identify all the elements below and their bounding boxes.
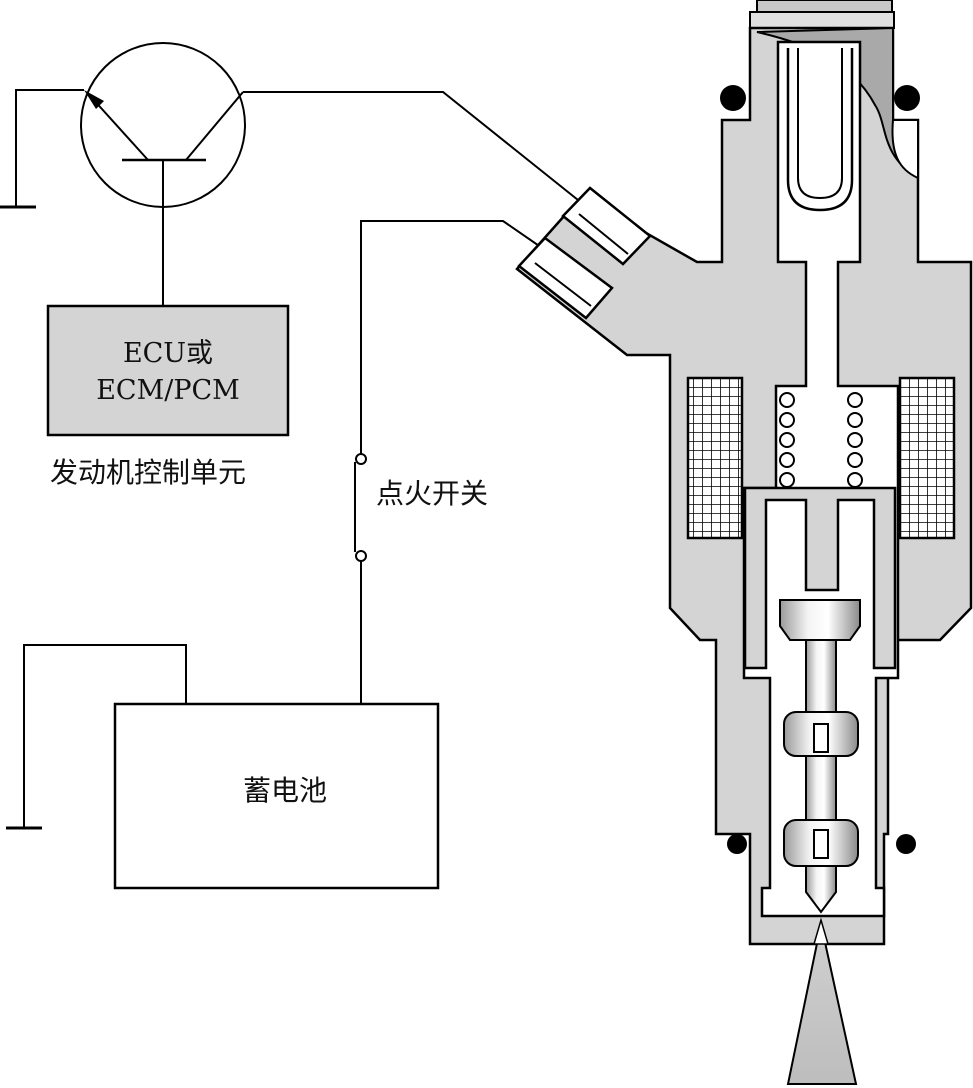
battery-label: 蓄电池 [243, 774, 327, 807]
electrical-connector [517, 186, 652, 320]
ecu-caption: 发动机控制单元 [50, 456, 246, 489]
o-ring-bottom-left [727, 834, 747, 854]
battery-box: 蓄电池 [113, 702, 440, 890]
return-spring [779, 392, 863, 488]
o-ring-bottom-right [896, 834, 916, 854]
o-ring-top-left [720, 85, 746, 111]
ecu-label-line2: ECM/PCM [96, 375, 240, 406]
ignition-switch-label: 点火开关 [376, 477, 488, 510]
armature [743, 486, 897, 670]
solenoid-coil-right [898, 376, 956, 540]
ecu-label-line1: ECU或 [123, 338, 213, 369]
needle-valve [779, 599, 861, 914]
o-ring-top-right [894, 85, 920, 111]
transistor [80, 42, 246, 306]
ecu-box: ECU或 ECM/PCM [46, 304, 290, 437]
ignition-switch: 点火开关 [355, 453, 488, 562]
switch-contact-top [355, 453, 367, 465]
ground-wiring [0, 89, 187, 830]
fuel-channel [742, 40, 900, 918]
inlet-filter [786, 48, 854, 212]
fuel-injector [515, 0, 973, 1085]
injector-top-cap [756, 0, 893, 13]
injector-wiring [243, 91, 579, 704]
switch-contact-bottom [355, 550, 367, 562]
fuel-spray [786, 923, 858, 1085]
emitter-arrow [84, 90, 104, 109]
solenoid-coil-left [686, 376, 744, 540]
